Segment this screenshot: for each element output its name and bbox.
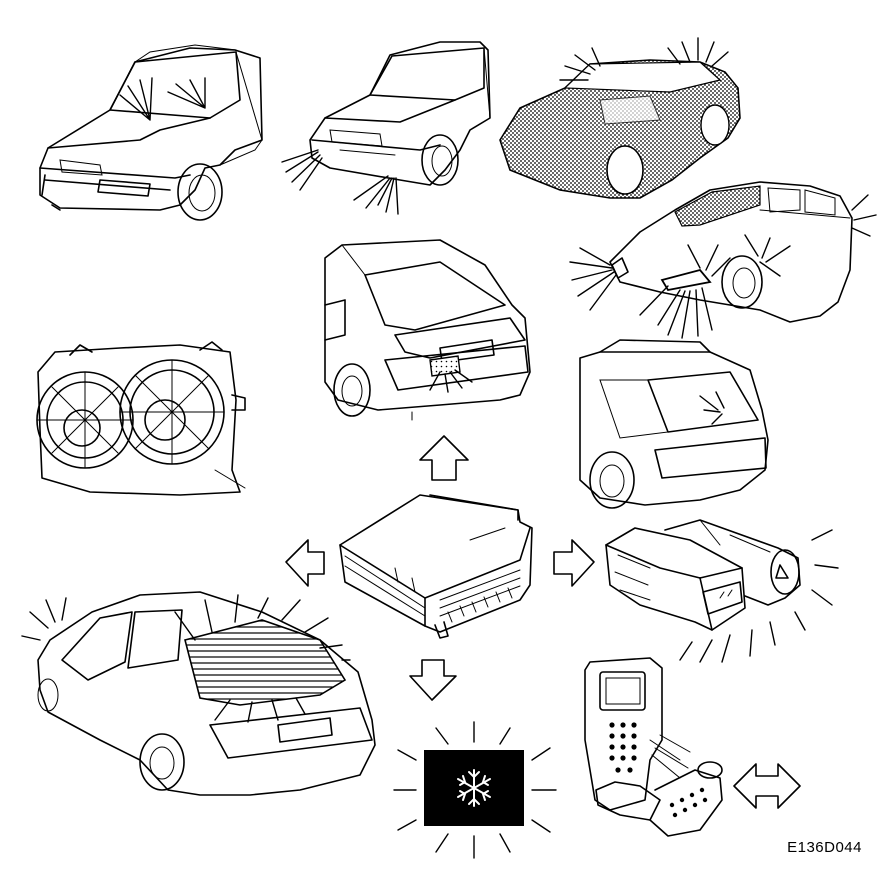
- estate-rear-icon: [579, 339, 769, 509]
- car-front-headlamps-icon: [281, 41, 491, 215]
- up-arrow: [419, 435, 469, 481]
- figure-reference-code: E136D044: [787, 839, 862, 856]
- car-front-wipers-icon: [39, 44, 263, 221]
- car-indicators-icon: [569, 181, 877, 339]
- diagnostic-tool-icon: [584, 657, 723, 837]
- car-interior-light-icon: [499, 37, 741, 199]
- right-arrow: [553, 539, 595, 587]
- heated-rear-window-icon: [21, 591, 376, 796]
- car-rear-lamps-icon: [324, 239, 531, 421]
- hazard-fog-switch-icon: [605, 519, 839, 663]
- left-arrow: [285, 539, 325, 587]
- snowflake-icon: [393, 721, 557, 859]
- down-arrow: [409, 659, 457, 701]
- ecu-box-icon: [339, 494, 533, 639]
- bidirectional-arrow: [733, 763, 801, 809]
- cooling-fan-icon: [36, 341, 246, 496]
